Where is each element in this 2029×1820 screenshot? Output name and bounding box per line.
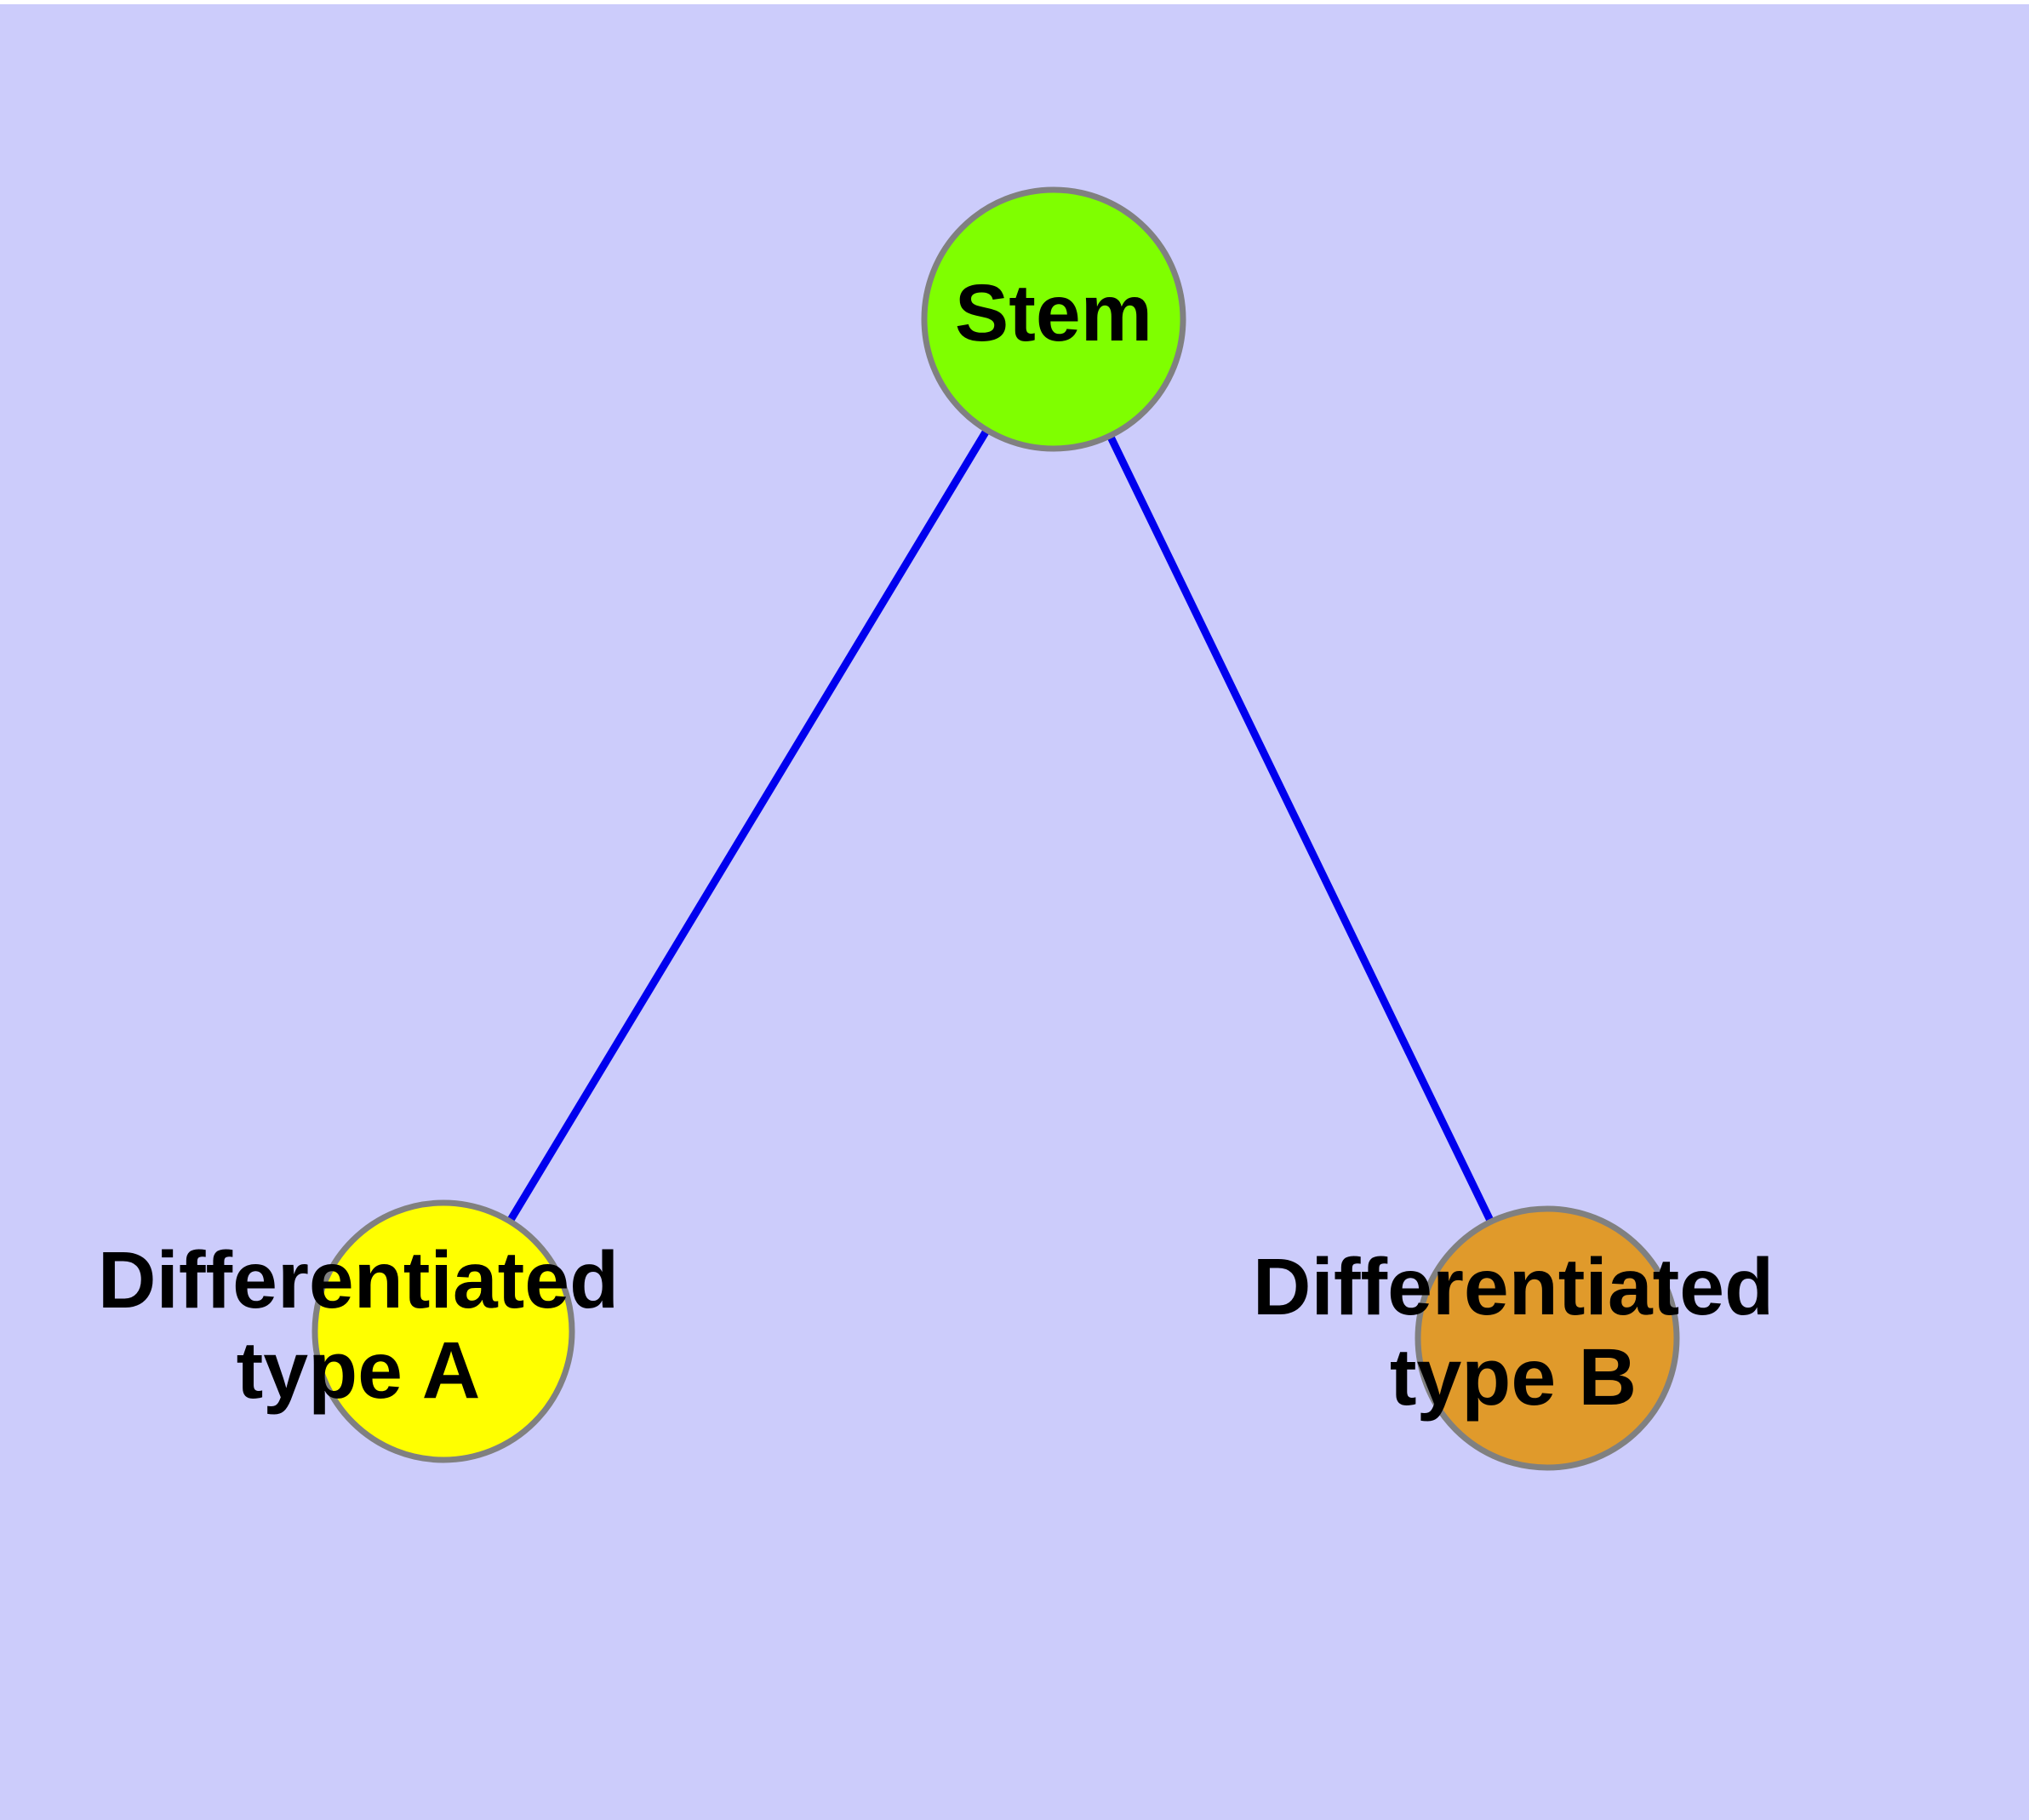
graph-edge-stem-to-diff_b: [1049, 318, 1552, 1340]
label-line: type A: [237, 1325, 481, 1416]
graph-node-stem[interactable]: [921, 186, 1186, 452]
label-line: type B: [1390, 1332, 1637, 1422]
edge-layer: [440, 317, 1552, 1340]
label-line: Differentiated: [98, 1235, 619, 1325]
graph-edge-stem-to-diff_a: [440, 317, 1057, 1334]
graph-node-diff_b[interactable]: [1415, 1205, 1680, 1471]
node-layer: [311, 186, 1680, 1471]
graph-node-label-stem: Stem: [955, 268, 1152, 358]
label-line: Differentiated: [1253, 1242, 1774, 1332]
label-line: Stem: [955, 268, 1152, 358]
graph-node-diff_a[interactable]: [311, 1199, 575, 1463]
